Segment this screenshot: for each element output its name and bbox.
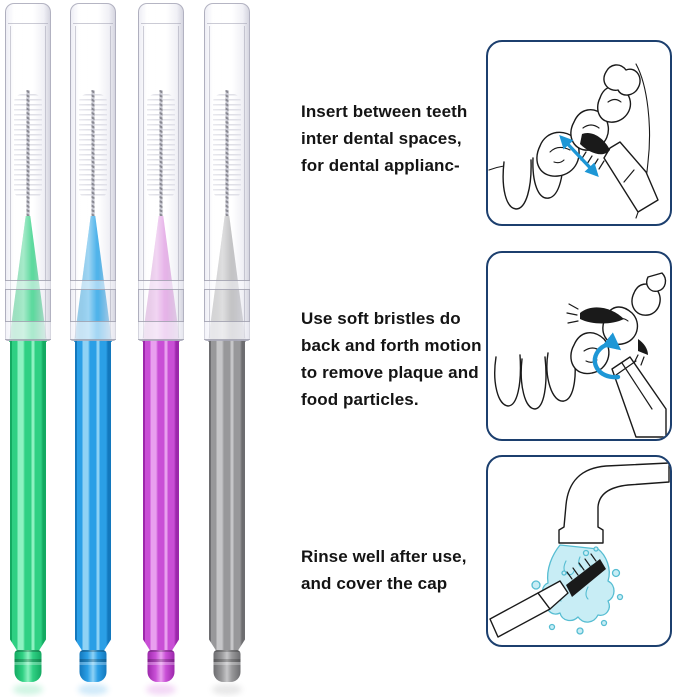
cap-ring xyxy=(5,280,51,290)
text-line: back and forth motion xyxy=(301,336,482,355)
text-line: Rinse well after use, xyxy=(301,547,467,566)
interdental-brush-purple xyxy=(133,0,189,697)
clear-protective-cap xyxy=(204,3,250,341)
handle-end-cap xyxy=(14,650,42,682)
brush-handle xyxy=(10,340,46,652)
cap-ring xyxy=(204,280,250,290)
text-line: and cover the cap xyxy=(301,574,448,593)
clear-protective-cap xyxy=(5,3,51,341)
interdental-brush-green xyxy=(0,0,56,697)
reflection xyxy=(13,684,43,695)
brush-handle xyxy=(209,340,245,652)
illustration-box-motion xyxy=(486,251,672,441)
text-line: Use soft bristles do xyxy=(301,309,461,328)
handle-end-cap xyxy=(79,650,107,682)
brush-handle xyxy=(75,340,111,652)
rinse-under-tap-illustration xyxy=(489,462,670,638)
handle-end-cap xyxy=(213,650,241,682)
text-line: food particles. xyxy=(301,390,419,409)
insert-between-teeth-illustration xyxy=(488,63,659,219)
instruction-text-insert: Insert between teeth inter dental spaces… xyxy=(301,98,486,179)
illustration-box-rinse xyxy=(486,455,672,647)
instruction-text-motion: Use soft bristles do back and forth moti… xyxy=(301,305,486,413)
reflection xyxy=(146,684,176,695)
text-line: to remove plaque and xyxy=(301,363,479,382)
cap-collar xyxy=(70,321,116,340)
cap-collar xyxy=(138,321,184,340)
clear-protective-cap xyxy=(70,3,116,341)
reflection xyxy=(78,684,108,695)
interdental-brush-blue xyxy=(65,0,121,697)
interdental-brush-gray xyxy=(199,0,255,697)
brush-handle xyxy=(143,340,179,652)
text-line: Insert between teeth xyxy=(301,102,468,121)
illustration-box-insert xyxy=(486,40,672,226)
cap-collar xyxy=(204,321,250,340)
instruction-text-rinse: Rinse well after use, and cover the cap xyxy=(301,543,486,597)
text-line: inter dental spaces, xyxy=(301,129,462,148)
back-and-forth-brushing-illustration xyxy=(494,272,667,438)
reflection xyxy=(212,684,242,695)
text-line: for dental applianc- xyxy=(301,156,460,175)
cap-ring xyxy=(70,280,116,290)
clear-protective-cap xyxy=(138,3,184,341)
handle-end-cap xyxy=(147,650,175,682)
cap-collar xyxy=(5,321,51,340)
cap-ring xyxy=(138,280,184,290)
